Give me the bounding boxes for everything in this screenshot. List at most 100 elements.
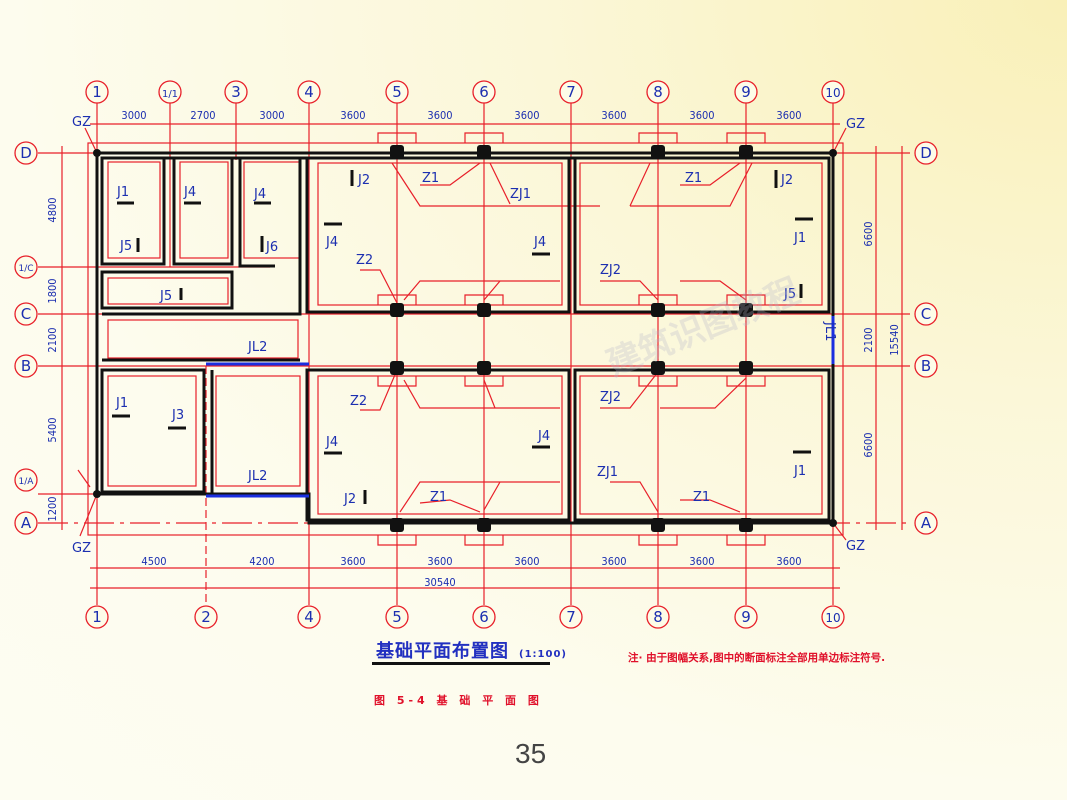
dim-top: 2700 [190,109,215,122]
tag-j6: J6 [265,240,278,255]
tag-zj1: ZJ1 [597,465,618,480]
tag-gz: GZ [846,539,865,554]
dim-left: 4800 [46,197,59,222]
axis-top-8: 8 [653,83,663,101]
dimension-texts: 3000 2700 3000 3600 3600 3600 3600 3600 … [46,109,901,589]
axis-right-A: A [921,514,932,532]
axis-bubbles [14,80,938,629]
axis-top-4: 4 [304,83,314,101]
tag-z1: Z1 [685,171,702,186]
dim-left: 1800 [46,278,59,303]
axis-top-3: 3 [231,83,241,101]
axis-bottom-1: 1 [92,608,102,626]
section-marks [112,170,813,504]
axis-labels: 1 1/1 3 4 5 6 7 8 9 10 1 2 4 5 6 7 8 9 1… [18,83,931,626]
dim-bottom-total: 30540 [424,576,455,589]
tag-z1: Z1 [422,171,439,186]
axis-left-B: B [21,357,31,375]
drawing-scale: (1:100) [519,649,567,660]
tag-j1: J1 [793,464,806,479]
dim-bottom: 4200 [249,555,274,568]
tag-jl1: JL1 [822,321,837,341]
dim-bottom: 3600 [514,555,539,568]
tag-j4: J4 [325,235,338,250]
tag-z1: Z1 [430,490,447,505]
tag-jl2: JL2 [247,469,267,484]
foundation-beams [206,316,835,498]
columns [93,145,837,532]
dim-right: 2100 [862,327,875,352]
tag-j4: J4 [325,435,338,450]
axis-left-A: A [21,514,32,532]
dim-top: 3600 [601,109,626,122]
tag-j4: J4 [537,429,550,444]
axis-bottom-7: 7 [566,608,576,626]
dim-top: 3000 [259,109,284,122]
dim-top: 3600 [340,109,365,122]
axis-top-9: 9 [741,83,751,101]
dim-right: 6600 [862,432,875,457]
tag-j5: J5 [783,287,796,302]
tag-j2: J2 [780,173,793,188]
tag-j4: J4 [253,187,266,202]
title-underline [372,662,550,665]
tag-gz: GZ [72,541,91,556]
tag-j1: J1 [793,231,806,246]
axis-top-10: 10 [825,86,840,100]
dim-bottom: 4500 [141,555,166,568]
dim-top: 3000 [121,109,146,122]
tag-jl2: JL2 [247,340,267,355]
tag-j1: J1 [115,396,128,411]
tag-j5: J5 [159,289,172,304]
tag-zj1: ZJ1 [510,187,531,202]
tag-zj2: ZJ2 [600,390,621,405]
dim-right: 6600 [862,221,875,246]
dim-bottom: 3600 [776,555,801,568]
axis-left-C: C [21,305,31,323]
dim-left: 1200 [46,496,59,521]
dim-right-total: 15540 [888,324,901,355]
dim-bottom: 3600 [689,555,714,568]
tag-j1: J1 [116,185,129,200]
axis-bottom-2: 2 [201,608,211,626]
dim-top: 3600 [689,109,714,122]
axis-right-D: D [920,144,932,162]
dim-bottom: 3600 [427,555,452,568]
axis-bottom-6: 6 [479,608,489,626]
axis-grid-lines [38,103,910,605]
page-number: 35 [515,738,547,769]
dim-top: 3600 [776,109,801,122]
tag-j2: J2 [343,492,356,507]
dim-bottom: 3600 [340,555,365,568]
dim-top: 3600 [514,109,539,122]
axis-right-C: C [921,305,931,323]
tag-zj2: ZJ2 [600,263,621,278]
axis-bottom-9: 9 [741,608,751,626]
member-tags: GZ GZ GZ GZ J1 J4 J4 J5 J6 J5 JL2 JL2 J2… [72,115,865,556]
dim-left: 2100 [46,327,59,352]
axis-bottom-4: 4 [304,608,314,626]
axis-top-1: 1 [92,83,102,101]
tag-gz: GZ [72,115,91,130]
drawing-title-text: 基础平面布置图 [376,641,509,662]
axis-left-1C: 1/C [18,264,33,274]
axis-top-7: 7 [566,83,576,101]
figure-caption: 图 5-4 基 础 平 面 图 [374,694,543,707]
tag-j2: J2 [357,173,370,188]
axis-right-B: B [921,357,931,375]
axis-top-6: 6 [479,83,489,101]
axis-left-1A: 1/A [19,477,35,487]
axis-bottom-10: 10 [825,611,840,625]
tag-z2: Z2 [356,253,373,268]
axis-bottom-8: 8 [653,608,663,626]
dim-top: 3600 [427,109,452,122]
drawing-note: 注· 由于图幅关系,图中的断面标注全部用单边标注符号. [628,652,886,664]
tag-gz: GZ [846,117,865,132]
tag-z1: Z1 [693,490,710,505]
axis-top-5: 5 [392,83,402,101]
tag-j3: J3 [171,408,184,423]
dim-bottom: 3600 [601,555,626,568]
axis-left-D: D [20,144,32,162]
axis-bottom-5: 5 [392,608,402,626]
